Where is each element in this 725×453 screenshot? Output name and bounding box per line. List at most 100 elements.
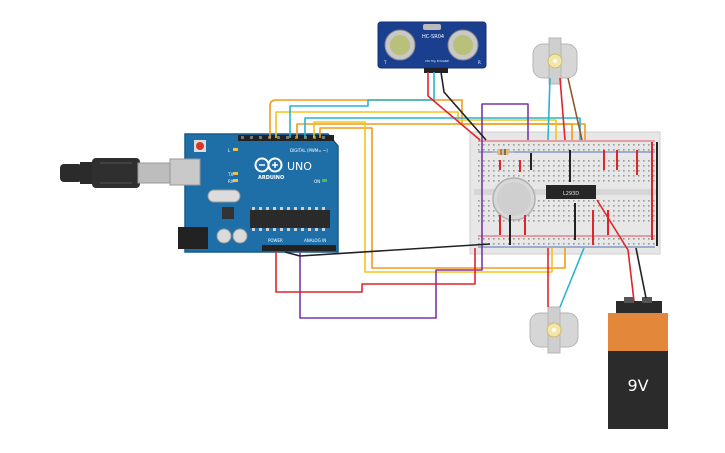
breadboard-hole (568, 243, 570, 245)
breadboard-hole (643, 180, 645, 182)
breadboard-hole (583, 238, 585, 240)
round-sensor (492, 177, 536, 221)
breadboard-hole (503, 144, 505, 146)
breadboard-hole (513, 238, 515, 240)
breadboard-hole (493, 243, 495, 245)
breadboard-hole (498, 180, 500, 182)
arduino-uno-board: DIGITAL (PWM= ~) UNO ARDUINO L TX RX ON (169, 133, 339, 253)
breadboard-hole (503, 170, 505, 172)
breadboard-hole (498, 243, 500, 245)
breadboard-hole (543, 165, 545, 167)
breadboard-hole (603, 144, 605, 146)
breadboard-hole (578, 175, 580, 177)
breadboard-hole (633, 220, 635, 222)
breadboard-hole (643, 200, 645, 202)
breadboard-hole (638, 205, 640, 207)
breadboard-hole (613, 220, 615, 222)
breadboard-hole (628, 238, 630, 240)
breadboard-hole (653, 238, 655, 240)
breadboard-hole (653, 200, 655, 202)
breadboard-hole (573, 149, 575, 151)
breadboard-hole (643, 238, 645, 240)
breadboard-hole (548, 160, 550, 162)
breadboard-hole (513, 165, 515, 167)
breadboard-hole (648, 160, 650, 162)
breadboard-hole (563, 175, 565, 177)
breadboard-hole (553, 180, 555, 182)
breadboard-hole (503, 238, 505, 240)
breadboard-hole (608, 180, 610, 182)
breadboard-hole (573, 180, 575, 182)
breadboard-hole (523, 243, 525, 245)
breadboard-hole (533, 243, 535, 245)
breadboard-hole (583, 200, 585, 202)
breadboard-hole (548, 149, 550, 151)
breadboard-hole (573, 220, 575, 222)
breadboard-hole (523, 170, 525, 172)
breadboard-hole (643, 149, 645, 151)
breadboard-hole (588, 175, 590, 177)
breadboard-hole (533, 180, 535, 182)
breadboard-hole (528, 180, 530, 182)
breadboard-hole (478, 165, 480, 167)
breadboard-hole (493, 149, 495, 151)
sensor-side-r: R (478, 60, 481, 65)
breadboard-hole (563, 243, 565, 245)
breadboard-hole (523, 175, 525, 177)
breadboard-hole (483, 215, 485, 217)
wire-black-sensor (440, 71, 487, 141)
breadboard-hole (573, 205, 575, 207)
breadboard-hole (513, 149, 515, 151)
breadboard-hole (598, 170, 600, 172)
breadboard-hole (538, 220, 540, 222)
breadboard-hole (503, 243, 505, 245)
breadboard-hole (618, 180, 620, 182)
breadboard-hole (598, 165, 600, 167)
breadboard-hole (608, 238, 610, 240)
breadboard-hole (548, 180, 550, 182)
breadboard-hole (638, 215, 640, 217)
breadboard-hole (518, 220, 520, 222)
breadboard-hole (563, 200, 565, 202)
breadboard-hole (633, 210, 635, 212)
breadboard-hole (543, 200, 545, 202)
breadboard-hole (573, 215, 575, 217)
battery-9v: 9V (608, 297, 668, 429)
breadboard-hole (643, 144, 645, 146)
breadboard-hole (568, 220, 570, 222)
breadboard-hole (608, 149, 610, 151)
breadboard-hole (563, 180, 565, 182)
breadboard-hole (593, 165, 595, 167)
breadboard-hole (513, 175, 515, 177)
breadboard-hole (603, 238, 605, 240)
breadboard-hole (643, 243, 645, 245)
breadboard-hole (643, 170, 645, 172)
breadboard-hole (498, 175, 500, 177)
breadboard-hole (493, 144, 495, 146)
breadboard-hole (513, 144, 515, 146)
breadboard-hole (553, 200, 555, 202)
breadboard-hole (483, 238, 485, 240)
arduino-brand: ARDUINO (258, 175, 284, 181)
breadboard-hole (478, 210, 480, 212)
breadboard-hole (633, 215, 635, 217)
breadboard-hole (483, 200, 485, 202)
sensor-pin-labels: VCC Trig Echo GND (425, 59, 449, 63)
breadboard-hole (623, 165, 625, 167)
breadboard-hole (558, 165, 560, 167)
breadboard-hole (573, 165, 575, 167)
breadboard-hole (568, 180, 570, 182)
breadboard-hole (558, 170, 560, 172)
breadboard-hole (648, 175, 650, 177)
breadboard-hole (573, 200, 575, 202)
breadboard-hole (533, 165, 535, 167)
breadboard-hole (538, 205, 540, 207)
breadboard-hole (598, 205, 600, 207)
breadboard-hole (583, 210, 585, 212)
breadboard-hole (578, 180, 580, 182)
breadboard-hole (553, 243, 555, 245)
breadboard-hole (488, 238, 490, 240)
breadboard-hole (528, 215, 530, 217)
breadboard-hole (648, 144, 650, 146)
breadboard-hole (483, 160, 485, 162)
